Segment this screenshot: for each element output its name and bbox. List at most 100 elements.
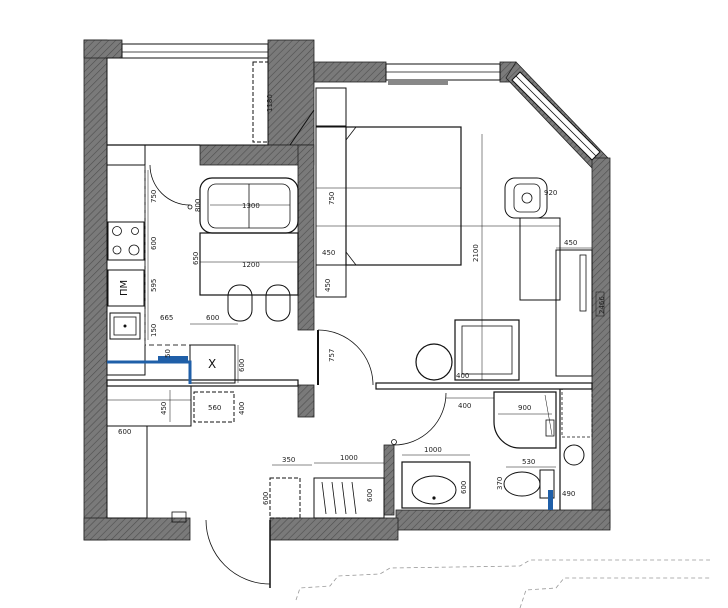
toilet-icon (503, 469, 555, 499)
bedroom-door-arc (317, 329, 374, 386)
bed (345, 126, 462, 266)
wardrobe-600: 600 (366, 489, 374, 502)
hall-560: 560 (208, 404, 221, 412)
dim-600-a: 600 (150, 237, 158, 250)
wardrobe-length: 2466 (598, 296, 606, 314)
blue-block (158, 356, 188, 362)
balcony-floor (106, 57, 269, 146)
hall-450: 450 (160, 402, 168, 415)
balcony-dim-height: 1180 (266, 94, 274, 112)
kitchen-door-hinge (187, 204, 193, 210)
kitchen-blue-line (107, 360, 192, 384)
sink-600: 600 (460, 481, 468, 494)
bath-sink-counter (401, 461, 471, 509)
utility-shaft (561, 388, 593, 438)
shower-diag (544, 394, 553, 436)
hangers (321, 481, 357, 515)
dim-750: 750 (150, 190, 158, 203)
wardrobe (555, 249, 593, 377)
wall-bath-left (383, 444, 395, 516)
bath-400: 400 (458, 402, 471, 410)
bedroom-wall-cabinet (315, 87, 347, 127)
shower-900: 900 (518, 404, 531, 412)
entry-350: 350 (282, 456, 295, 464)
wall-partition-hall (297, 384, 315, 418)
armchair-400: 400 (456, 372, 469, 380)
dim-150: 150 (150, 324, 158, 337)
fridge-label: X (208, 357, 216, 371)
outside-stairs (295, 559, 710, 608)
dishwasher-label: ПМ (119, 280, 130, 296)
chair-920: 920 (544, 189, 557, 197)
table-width: 1200 (242, 261, 260, 269)
bath-sink-drain (432, 496, 436, 500)
window-diagonal-line (515, 75, 597, 157)
bath-door-arc (393, 392, 447, 446)
round-table (415, 343, 453, 381)
nightstand (315, 264, 347, 298)
bathroom: 900 400 1000 600 530 370 490 (401, 388, 593, 510)
wall-bedroom-bottom (375, 382, 593, 390)
window-balcony (121, 43, 269, 59)
armchair (454, 319, 520, 381)
toilet-530: 530 (522, 458, 535, 466)
chair-1 (227, 284, 253, 322)
toilet-370: 370 (496, 477, 504, 490)
bath-sink-icon (411, 475, 457, 505)
wall-partition-bedroom (297, 144, 315, 331)
living-area: 1300 800 1200 650 (192, 177, 299, 322)
bed-depth: 750 (328, 192, 336, 205)
desk-chair-icon (504, 177, 548, 219)
door-757: 757 (328, 349, 336, 362)
dim-600-b: 600 (206, 314, 219, 322)
hall-shoe-cabinet (106, 385, 192, 427)
kitchen-door-arc (149, 164, 191, 206)
wall-bottom-mid (269, 517, 399, 541)
wall-kitchen-top (199, 144, 315, 166)
bath-door-hinge (391, 439, 397, 445)
bedroom: 750 2100 450 450 920 450 2466 400 757 (315, 87, 606, 386)
shower (493, 391, 557, 449)
kitchen-upper-cabinet (106, 144, 146, 166)
dim-50: 50 (164, 349, 172, 358)
sofa-depth: 800 (194, 199, 202, 212)
sink-1000: 1000 (424, 446, 442, 454)
table-depth: 650 (192, 252, 200, 265)
dim-600-c: 600 (238, 359, 246, 372)
wall-left (83, 39, 108, 541)
sofa-width: 1300 (242, 202, 260, 210)
dishwasher (107, 269, 145, 307)
entrance-lock (171, 511, 187, 523)
hallway: 450 560 400 600 350 600 1000 600 (106, 385, 447, 588)
side-450: 450 (324, 279, 332, 292)
dining-table (199, 232, 299, 296)
wardrobe-1000: 1000 (340, 454, 358, 462)
kitchen: ПМ X 750 600 595 150 50 665 600 600 (106, 144, 246, 384)
utility-circle (563, 444, 585, 466)
entry-600: 600 (262, 492, 270, 505)
wall-balcony-top-left (83, 39, 123, 59)
stove-icon (107, 221, 145, 261)
wall-bottom-left (83, 517, 191, 541)
wardrobe-450: 450 (564, 239, 577, 247)
windows (121, 43, 601, 161)
wall-top-bedroom (313, 61, 387, 83)
hall-bench (193, 391, 235, 423)
desk (519, 217, 561, 301)
bath-blue-pipe (548, 490, 553, 510)
dim-665: 665 (160, 314, 173, 322)
bed-pillow-edge-2 (345, 251, 357, 266)
entry-closet (269, 477, 301, 519)
bed-pillow-edge (345, 126, 357, 141)
wall-kitchen-bottom (106, 379, 299, 387)
hall-wardrobe (106, 425, 148, 519)
hall-400: 400 (238, 402, 246, 415)
wall-balcony-right (267, 39, 315, 146)
wardrobe-sliding (313, 477, 385, 519)
kitchen-dashed-outline (144, 165, 190, 346)
shower-valve (545, 419, 555, 437)
balcony: 1180 (106, 57, 315, 146)
wardrobe-length-tag (595, 291, 605, 317)
nightstand-label: 450 (322, 249, 335, 257)
